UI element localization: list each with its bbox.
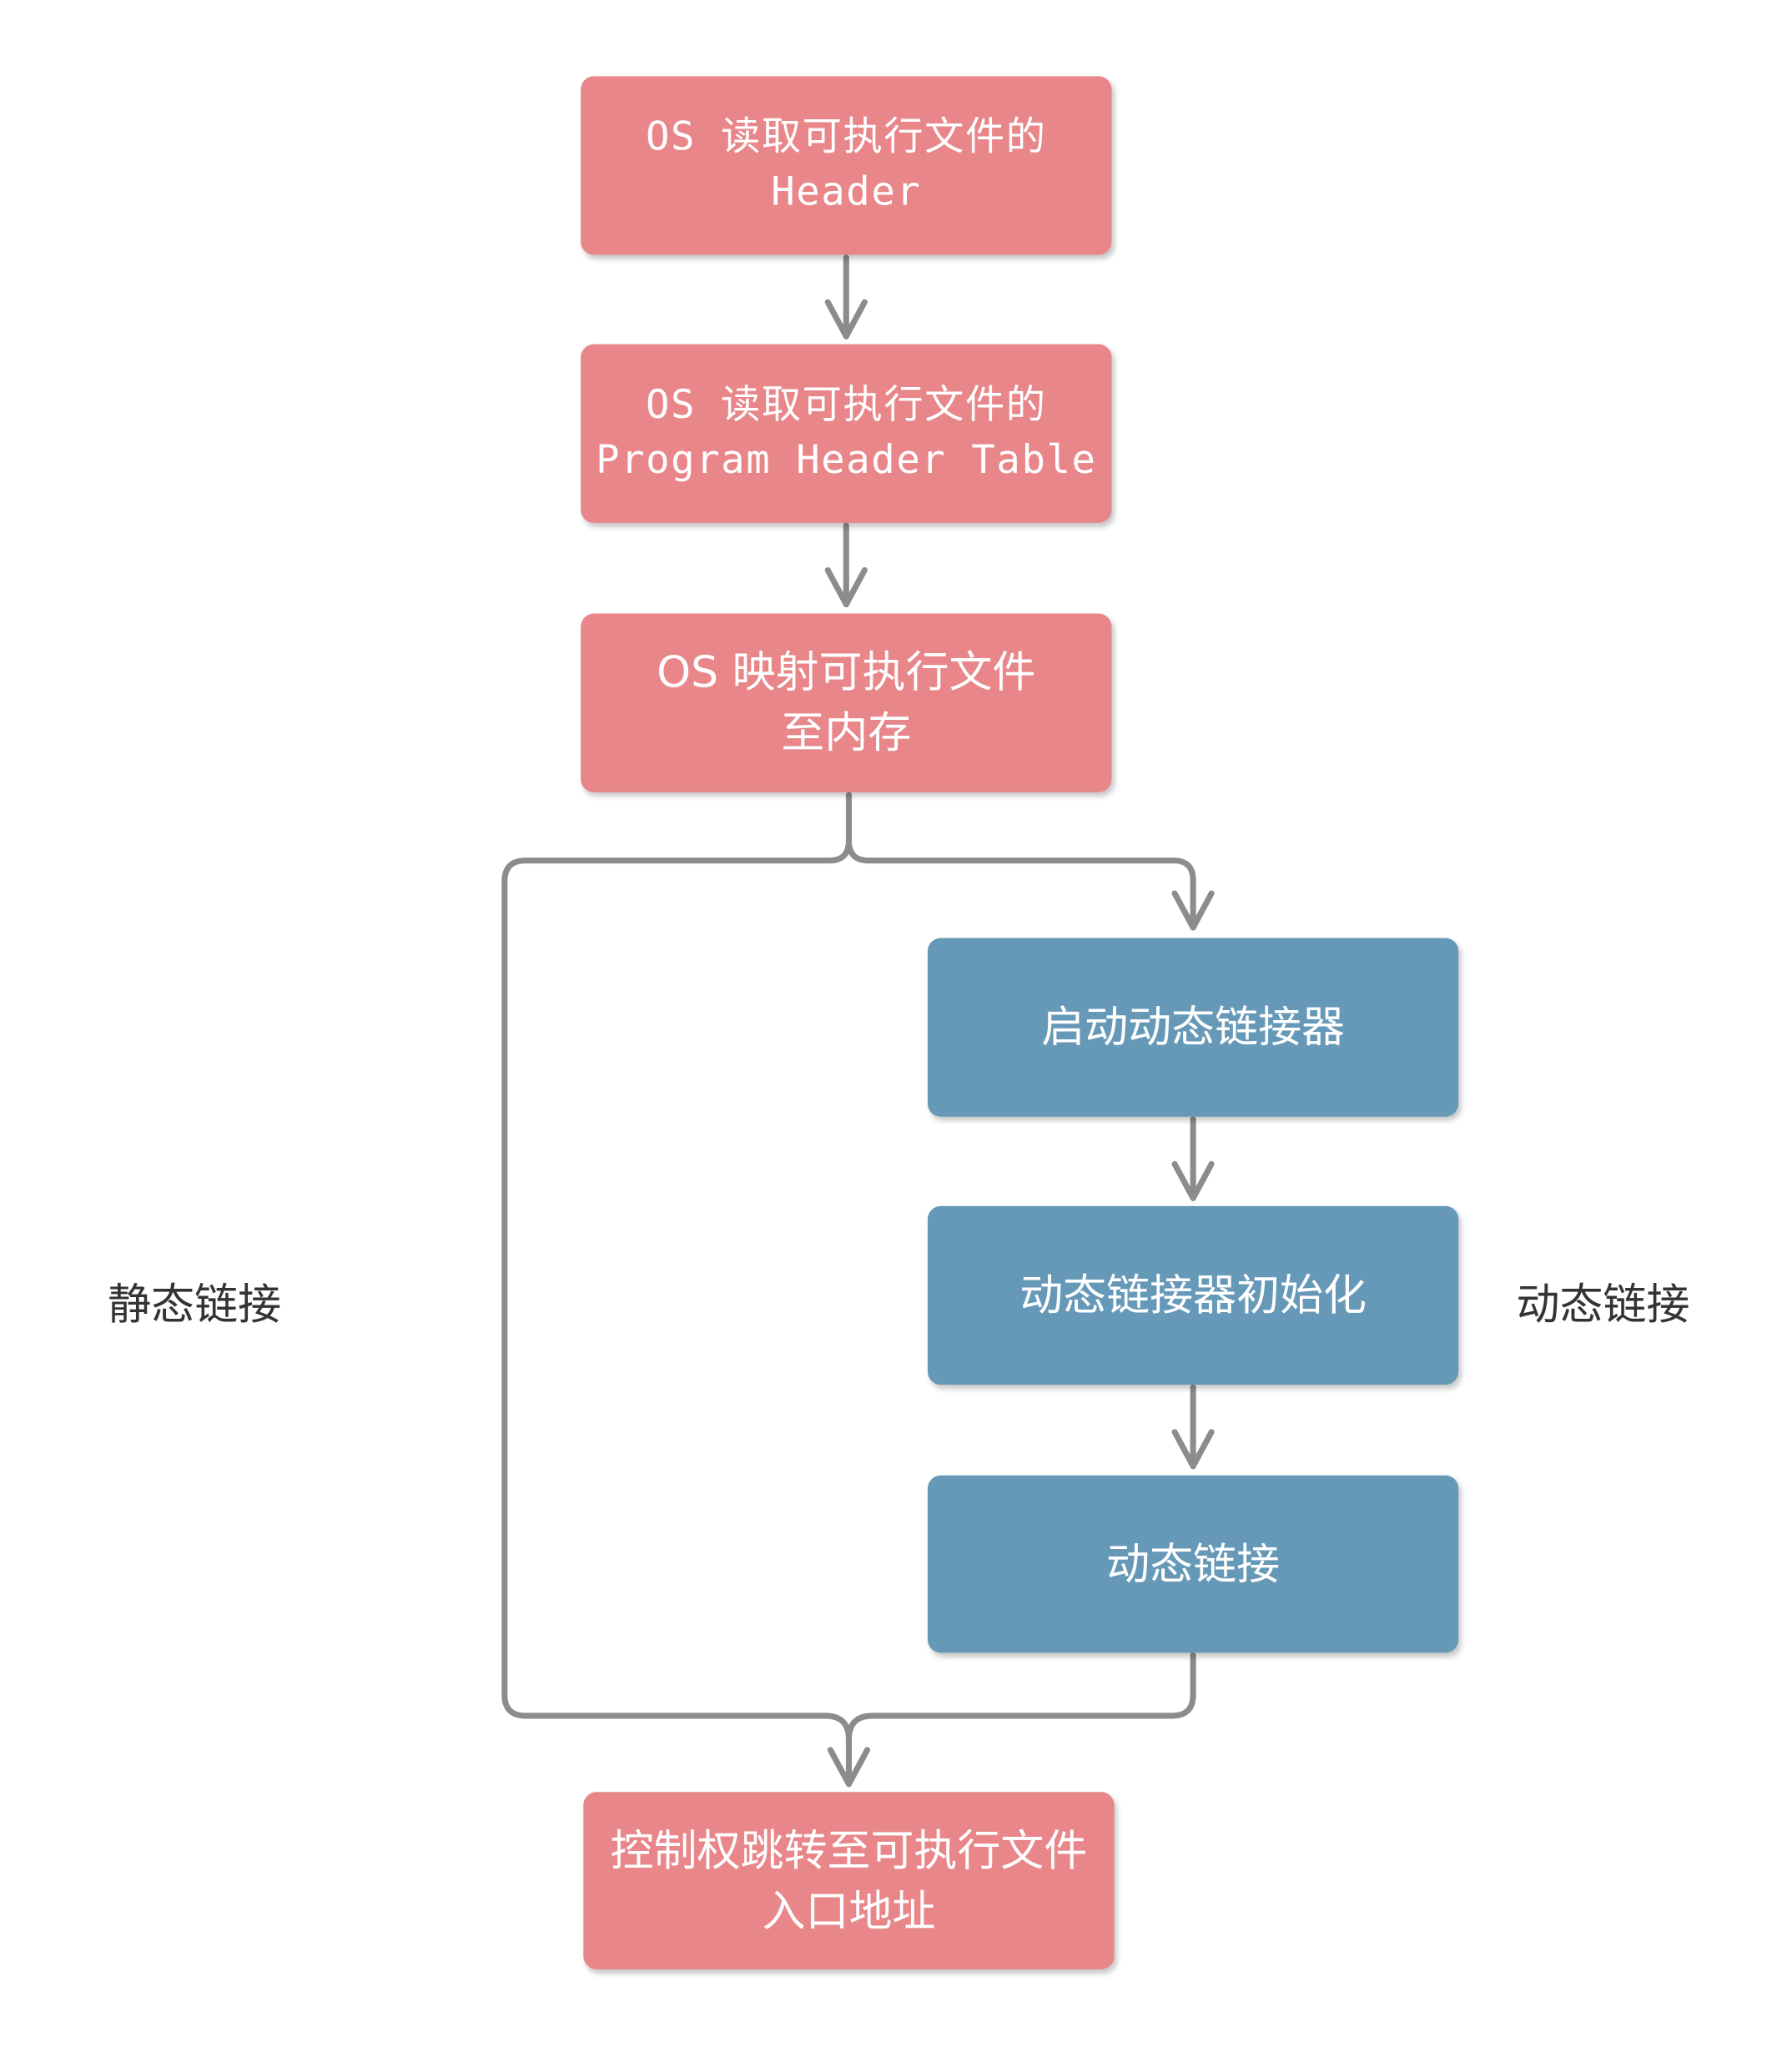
step-read-header-line2: Header [771,169,922,216]
step-map-memory-line2: 至内存 [781,707,912,758]
step-jump-to-entry: 控制权跳转至可执行文件 入口地址 [583,1792,1115,1969]
step-read-header-line1: OS 读取可执行文件的 [645,114,1047,161]
step-read-pht-line1: OS 读取可执行文件的 [645,382,1047,429]
arrowhead-to-jump-entry [827,1747,871,1788]
step-start-dynamic-linker: 启动动态链接器 [927,938,1459,1117]
step-jump-entry-line2: 入口地址 [762,1884,936,1936]
arrowhead-to-start-linker [1171,890,1215,931]
branch-merge-connector [845,1652,1196,1788]
static-linking-label: 静态链接 [108,1278,282,1330]
step-dynamic-link: 动态链接 [927,1475,1459,1653]
step-read-pht-line2: Program Header Table [596,437,1097,484]
arrowhead-header-to-pht [824,299,868,339]
step-jump-entry-line1: 控制权跳转至可执行文件 [610,1823,1088,1876]
step-dynamic-link-label: 动态链接 [1106,1537,1281,1589]
arrowhead-init-to-link [1171,1429,1215,1470]
step-dynamic-linker-init: 动态链接器初始化 [927,1205,1459,1386]
step-map-memory-line1: OS 映射可执行文件 [657,646,1036,698]
arrowhead-pht-to-map [824,567,868,608]
branch-dynamic-connector [845,837,1196,931]
step-read-header: OS 读取可执行文件的 Header [581,76,1112,255]
dynamic-linking-label: 动态链接 [1516,1278,1690,1330]
step-start-linker-label: 启动动态链接器 [1041,1001,1346,1053]
branch-split-connector [501,792,852,1743]
step-read-program-header-table: OS 读取可执行文件的 Program Header Table [581,344,1112,523]
step-map-to-memory: OS 映射可执行文件 至内存 [581,613,1112,792]
step-linker-init-label: 动态链接器初始化 [1019,1269,1367,1320]
arrowhead-start-to-init [1171,1160,1215,1201]
